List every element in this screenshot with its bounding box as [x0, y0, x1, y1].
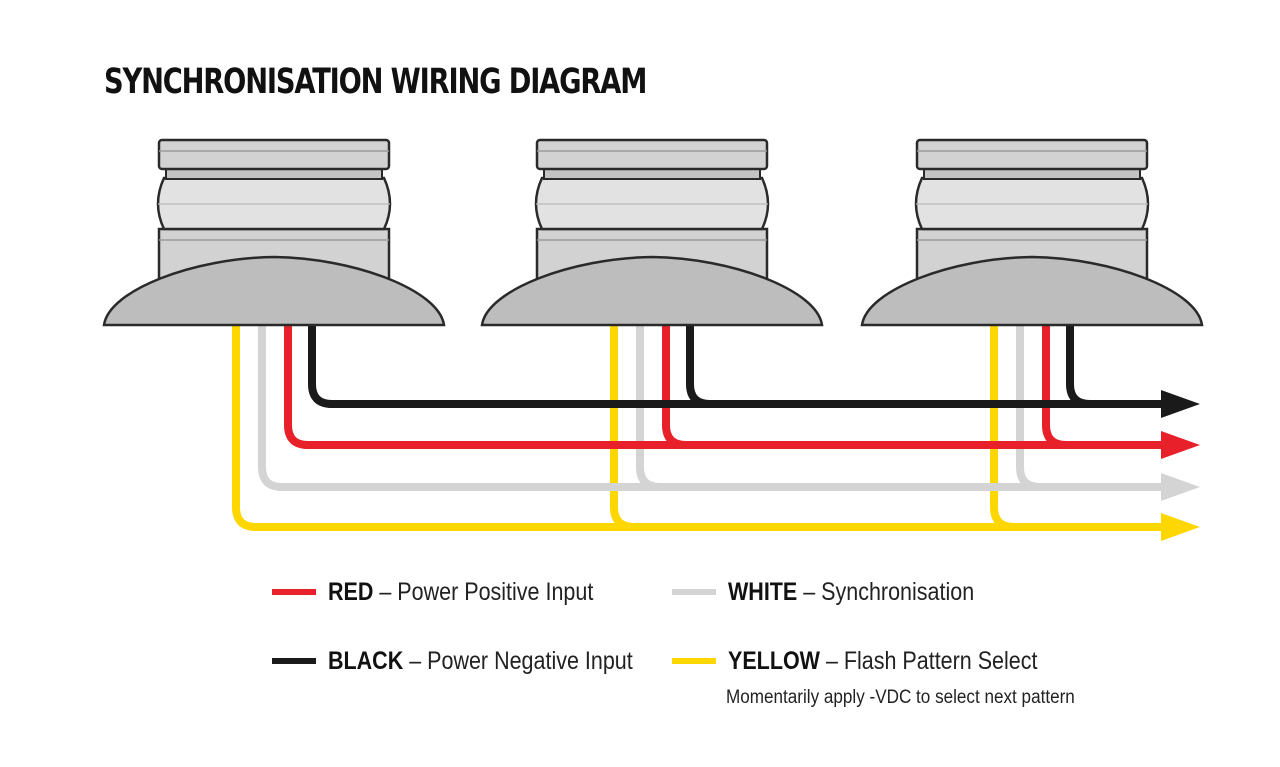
beacon-dome [102, 255, 446, 327]
legend-red-separator: – [373, 577, 398, 606]
legend-note: Momentarily apply -VDC to select next pa… [726, 687, 1075, 708]
legend-white-description: Synchronisation [821, 577, 975, 606]
wires-group [232, 326, 1200, 541]
beacon-dome [860, 255, 1204, 327]
legend-white-name: WHITE [728, 577, 798, 606]
arrow-yellow [1161, 513, 1200, 541]
beacon-cap [915, 138, 1149, 171]
wire-black-3 [1066, 326, 1165, 408]
legend-red-name: RED [328, 577, 374, 606]
legend-black-description: Power Negative Input [427, 646, 633, 675]
legend-black-swatch [272, 658, 316, 664]
legend-yellow-name: YELLOW [728, 646, 820, 675]
beacon-dome [480, 255, 824, 327]
wire-red-1 [284, 326, 1165, 449]
beacon-cap [535, 138, 769, 171]
legend-yellow: YELLOW – Flash Pattern Select [672, 646, 1088, 676]
wire-yellow-3 [990, 326, 1165, 531]
wire-black-1 [308, 326, 1165, 408]
legend-white-swatch [672, 589, 716, 595]
wire-red-2 [662, 326, 1165, 449]
arrow-black [1161, 390, 1200, 418]
lights-group [102, 138, 1204, 327]
wire-white-2 [636, 326, 1165, 491]
legend-red-description: Power Positive Input [397, 577, 594, 606]
legend-yellow-description: Flash Pattern Select [843, 646, 1038, 675]
arrow-red [1161, 431, 1200, 459]
beacon-light-1 [102, 138, 446, 327]
legend-yellow-swatch [672, 658, 716, 664]
legend-white: WHITE – Synchronisation [672, 577, 1014, 607]
wire-black-2 [686, 326, 1165, 408]
legend-black: BLACK – Power Negative Input [272, 646, 682, 676]
arrow-white [1161, 473, 1200, 501]
wire-white-3 [1016, 326, 1165, 491]
wire-red-3 [1042, 326, 1165, 449]
wire-yellow-2 [610, 326, 1165, 531]
diagram-title: SYNCHRONISATION WIRING DIAGRAM [104, 62, 647, 102]
legend-white-separator: – [797, 577, 822, 606]
beacon-light-3 [860, 138, 1204, 327]
beacon-light-2 [480, 138, 824, 327]
wire-white-1 [258, 326, 1165, 491]
wire-yellow-1 [232, 326, 1165, 531]
legend-yellow-separator: – [819, 646, 844, 675]
legend-red: RED – Power Positive Input [272, 577, 637, 607]
legend-black-separator: – [403, 646, 428, 675]
beacon-cap [157, 138, 391, 171]
legend-black-name: BLACK [328, 646, 404, 675]
legend-red-swatch [272, 589, 316, 595]
